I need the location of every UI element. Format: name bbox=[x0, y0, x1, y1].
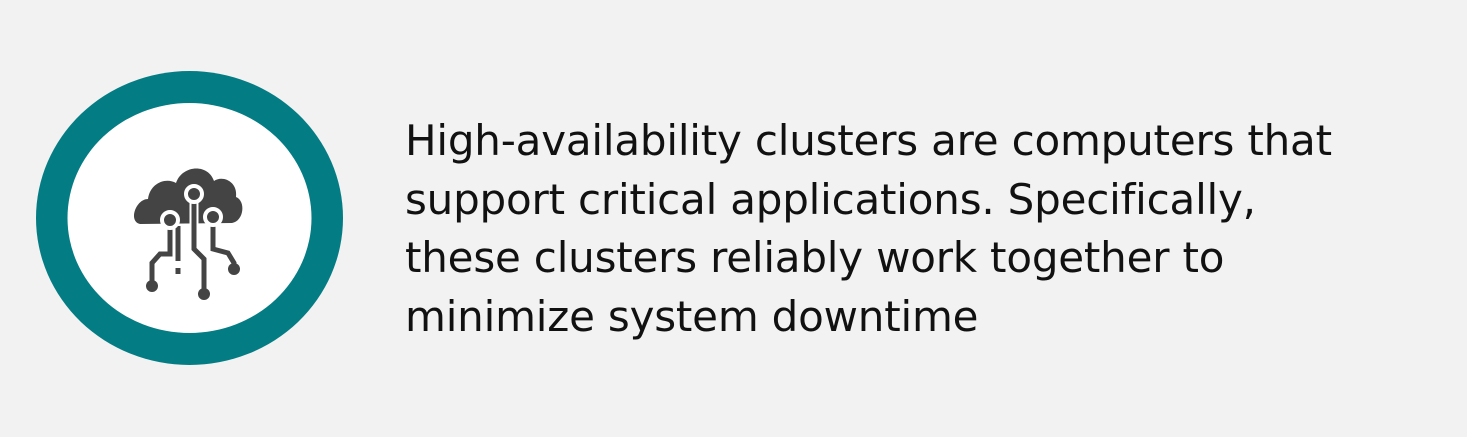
description-line: support critical applications. Specifica… bbox=[405, 174, 1256, 224]
description-line: High-availability clusters are computers… bbox=[405, 116, 1332, 165]
description-text: High-availability clusters are computers… bbox=[405, 112, 1332, 346]
description-line: these clusters reliably work together to bbox=[405, 233, 1225, 282]
cloud-badge bbox=[36, 71, 343, 365]
description-line: minimize system downtime bbox=[405, 291, 979, 341]
cloud-circuit-icon bbox=[134, 168, 243, 300]
